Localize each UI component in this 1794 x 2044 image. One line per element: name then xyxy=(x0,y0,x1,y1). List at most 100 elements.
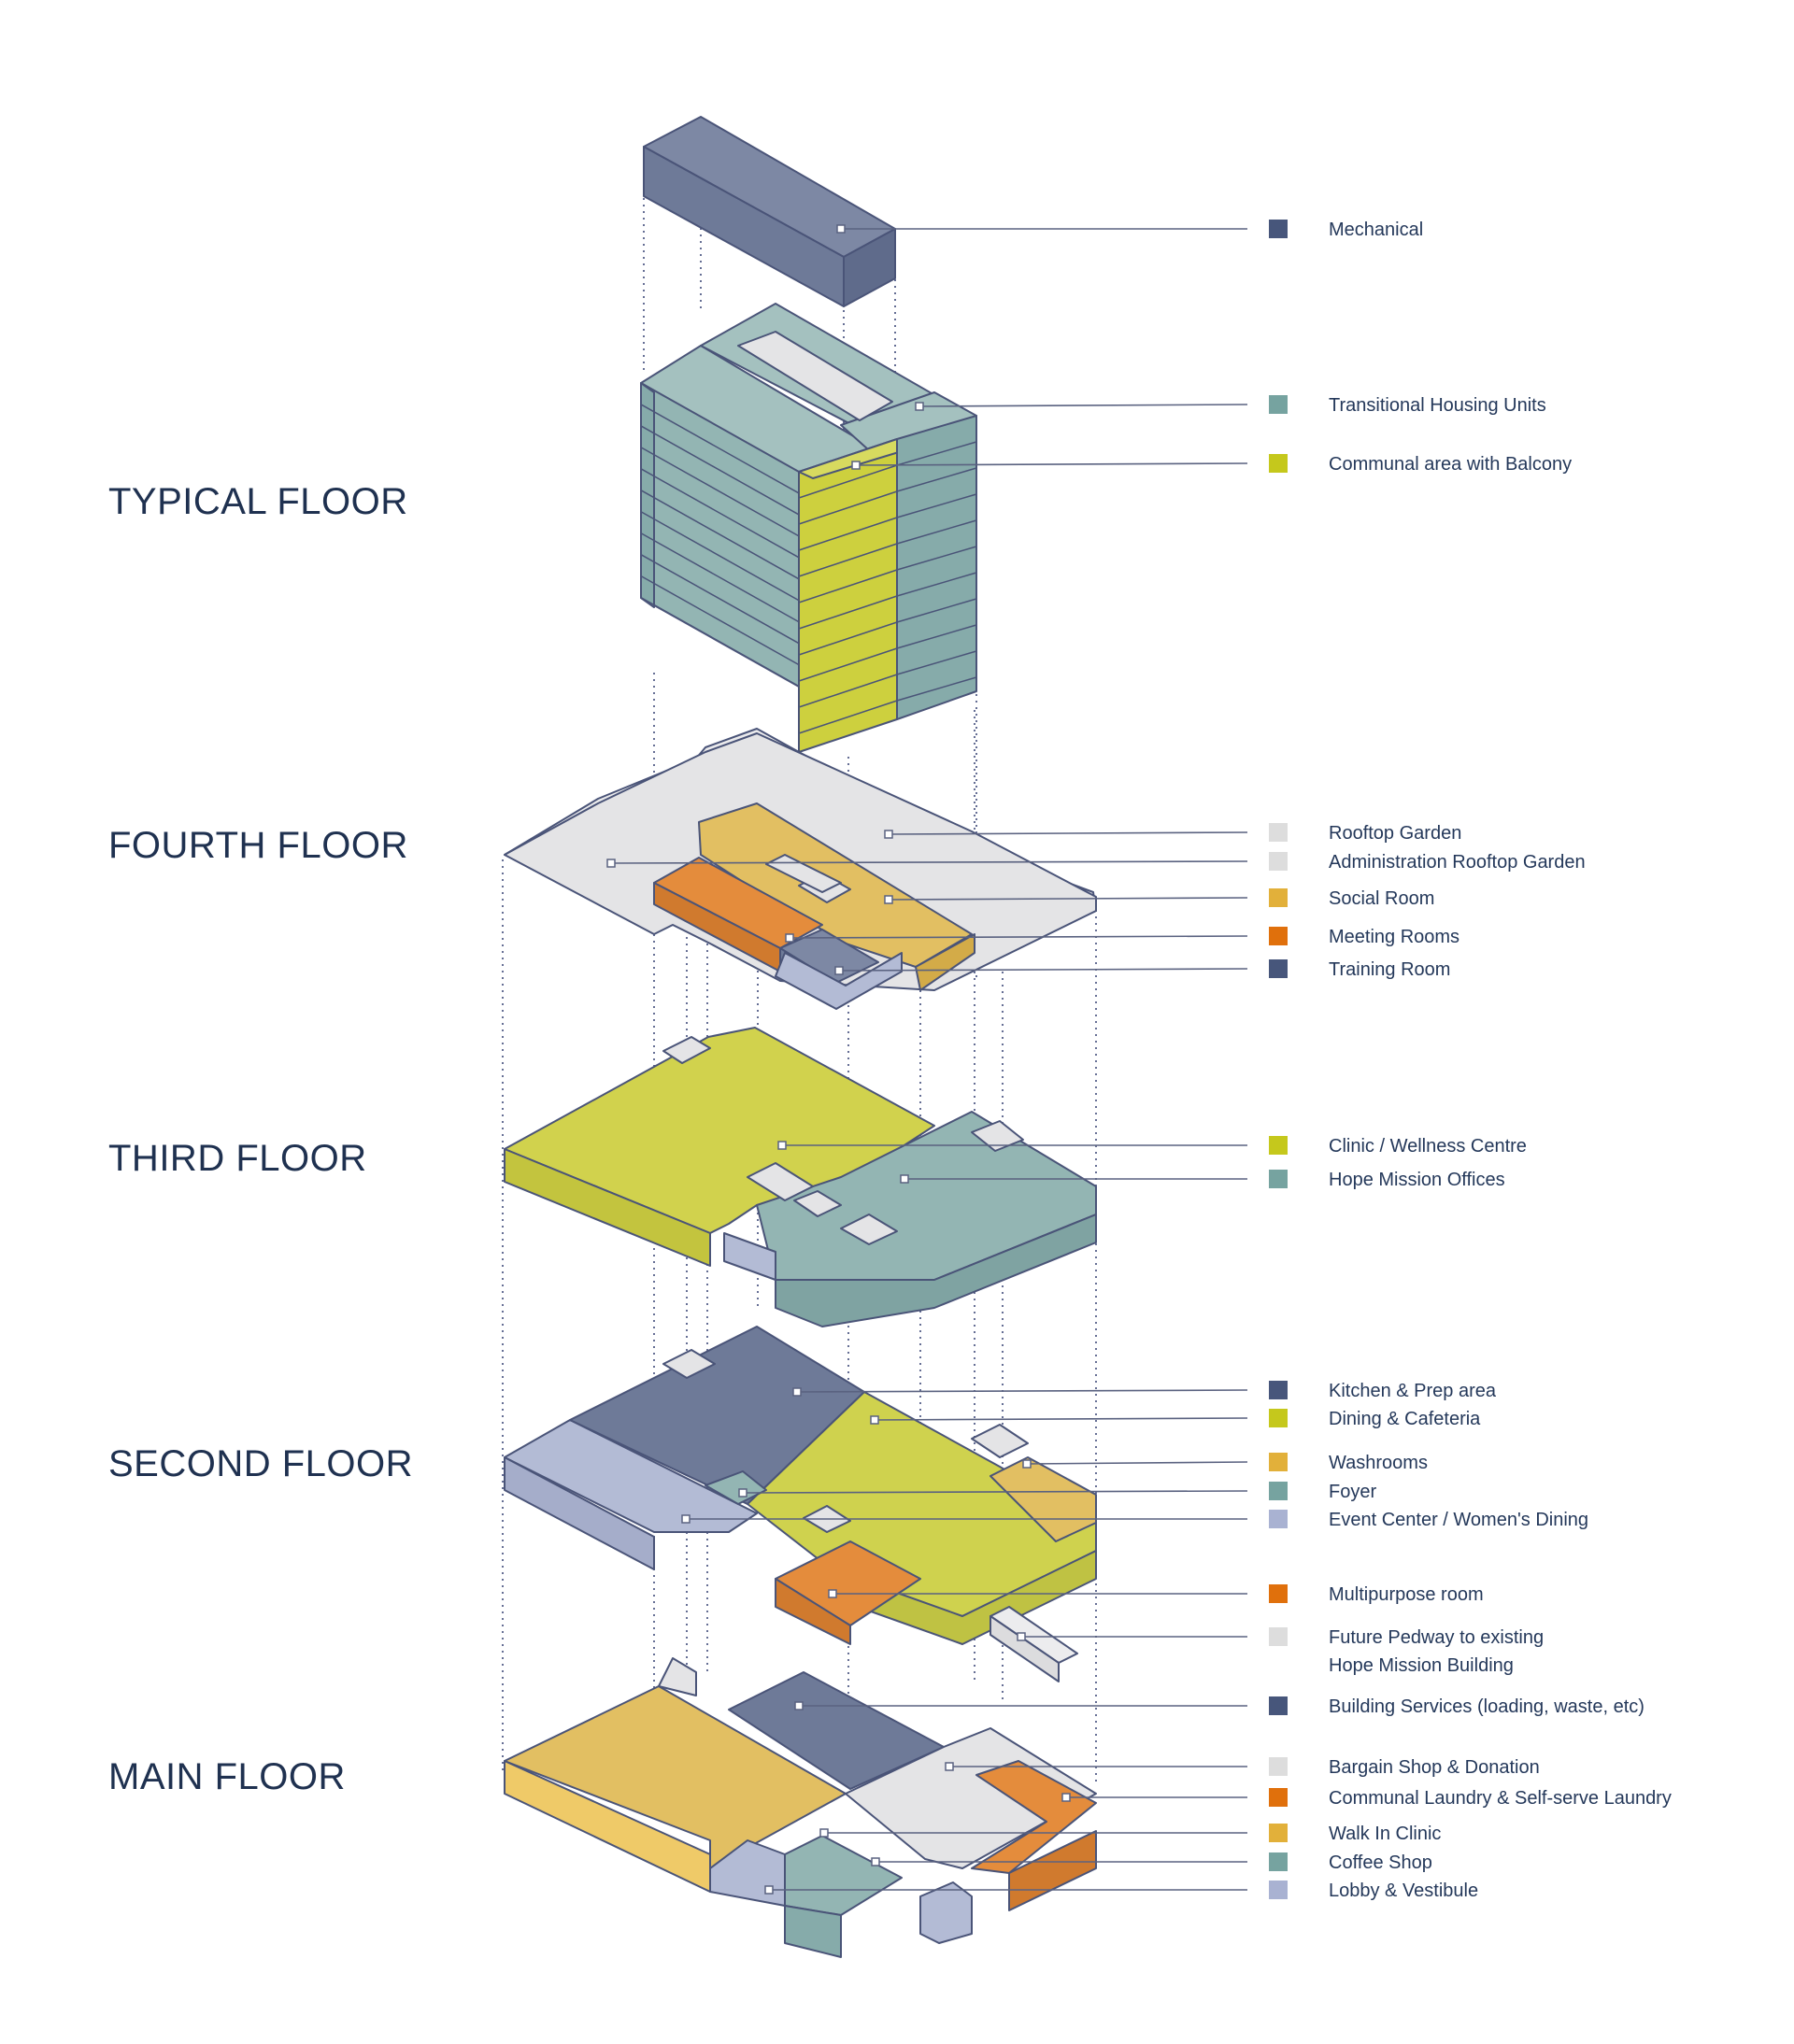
anchor-marker xyxy=(681,1514,691,1524)
tower-floor-line xyxy=(798,700,898,734)
floor-title-typical: TYPICAL FLOOR xyxy=(108,481,408,522)
legend-swatch xyxy=(1269,959,1288,978)
anchor-marker xyxy=(945,1762,954,1771)
tower-floor-line xyxy=(640,404,800,494)
floor-title-third: THIRD FLOOR xyxy=(108,1138,367,1179)
tower-floor-line xyxy=(798,647,898,682)
anchor-marker xyxy=(834,966,844,975)
floor-title-second: SECOND FLOOR xyxy=(108,1443,413,1484)
legend-label: Transitional Housing Units xyxy=(1329,395,1546,416)
legend-swatch xyxy=(1269,1696,1288,1715)
leader-line xyxy=(789,935,1248,939)
legend-item: Transitional Housing Units xyxy=(1269,395,1546,416)
tower-floor-line xyxy=(896,650,977,675)
anchor-marker xyxy=(738,1488,748,1498)
floor-title-fourth: FOURTH FLOOR xyxy=(108,825,408,866)
tower-floor-line xyxy=(798,621,898,656)
floor-titles: TYPICAL FLOOR FOURTH FLOOR THIRD FLOOR S… xyxy=(108,481,413,1797)
legend-item: Building Services (loading, waste, etc) xyxy=(1269,1696,1644,1717)
legend-swatch xyxy=(1269,927,1288,945)
legend-swatch xyxy=(1269,395,1288,414)
tower-floor-line xyxy=(640,490,800,580)
main-floor xyxy=(504,1657,1097,1958)
legend-label: Training Room xyxy=(1329,959,1450,980)
tower-floor-line xyxy=(896,572,977,597)
leader-line xyxy=(796,1389,1248,1393)
legend-label: Future Pedway to existing xyxy=(1329,1627,1544,1648)
legend-label: Building Services (loading, waste, etc) xyxy=(1329,1696,1644,1717)
anchor-marker xyxy=(915,402,924,411)
leader-line xyxy=(874,1417,1248,1421)
legend-swatch xyxy=(1269,1852,1288,1871)
anchor-marker xyxy=(836,224,846,234)
leader-line xyxy=(742,1490,1248,1494)
legend-item: Dining & Cafeteria xyxy=(1269,1409,1481,1429)
leader-line xyxy=(855,462,1248,466)
tower-floor-line xyxy=(798,595,898,630)
tower-floor-line xyxy=(896,467,977,492)
tower-floor-line xyxy=(896,519,977,545)
legend-swatch xyxy=(1269,852,1288,871)
typical-floor-tower xyxy=(640,303,977,753)
leader-line xyxy=(888,897,1248,901)
legend-label: Social Room xyxy=(1329,888,1434,909)
tower-floor-line xyxy=(896,598,977,623)
tower-floor-line xyxy=(798,517,898,551)
legend-item: Event Center / Women's Dining xyxy=(1269,1510,1588,1530)
legend-item: Foyer xyxy=(1269,1482,1376,1502)
legend-label: Rooftop Garden xyxy=(1329,823,1461,844)
legend-item: Social Room xyxy=(1269,888,1434,909)
legend-label: Meeting Rooms xyxy=(1329,927,1459,947)
tower-floor-line xyxy=(798,543,898,577)
anchor-marker xyxy=(884,830,893,839)
legend-item: Lobby & Vestibule xyxy=(1269,1881,1478,1901)
mechanical-block xyxy=(643,116,896,307)
legend-label: Administration Rooftop Garden xyxy=(1329,852,1586,873)
legend-label: Mechanical xyxy=(1329,220,1423,240)
anchor-marker xyxy=(794,1701,804,1710)
legend-label: Kitchen & Prep area xyxy=(1329,1381,1497,1401)
legend-item: Mechanical xyxy=(1269,220,1423,240)
tower-floor-line xyxy=(798,674,898,708)
tower-floor-lines xyxy=(640,404,977,734)
legend-label: Washrooms xyxy=(1329,1453,1428,1473)
tower-floor-line xyxy=(896,441,977,466)
legend-item: Administration Rooftop Garden xyxy=(1269,852,1586,873)
legend-swatch xyxy=(1269,1510,1288,1528)
legend-item: Kitchen & Prep area xyxy=(1269,1381,1497,1401)
tower-floor-line xyxy=(798,490,898,525)
legend-swatch xyxy=(1269,1170,1288,1188)
legend-swatch xyxy=(1269,1453,1288,1471)
leader-line xyxy=(1026,1461,1248,1465)
legend-swatch xyxy=(1269,1381,1288,1399)
legend-swatch xyxy=(1269,1627,1288,1646)
anchor-marker xyxy=(785,933,794,943)
tower-floor-line xyxy=(640,596,800,688)
legend-swatch xyxy=(1269,220,1288,238)
tower-floor-line xyxy=(798,569,898,603)
anchor-marker xyxy=(828,1589,837,1598)
legend-swatch xyxy=(1269,823,1288,842)
legend-item: Multipurpose room xyxy=(1269,1584,1484,1605)
mechanical-side xyxy=(843,228,896,307)
legend-label: Multipurpose room xyxy=(1329,1584,1484,1605)
legend-item: Communal area with Balcony xyxy=(1269,454,1572,475)
tower-floor-line xyxy=(896,493,977,518)
legend-swatch xyxy=(1269,1757,1288,1776)
leader-line xyxy=(888,831,1248,835)
anchor-marker xyxy=(1022,1459,1032,1469)
anchor-marker xyxy=(777,1141,787,1150)
leader-lines xyxy=(606,224,1248,1895)
legend-label: Coffee Shop xyxy=(1329,1852,1432,1873)
leader-line xyxy=(918,404,1248,407)
legend-item: Meeting Rooms xyxy=(1269,927,1459,947)
tower-floor-line xyxy=(896,676,977,702)
second-floor xyxy=(504,1326,1097,1682)
legend-label: Dining & Cafeteria xyxy=(1329,1409,1481,1429)
legend-item: Clinic / Wellness Centre xyxy=(1269,1136,1527,1157)
legend-label: Hope Mission Offices xyxy=(1329,1170,1505,1190)
legend-item: Coffee Shop xyxy=(1269,1852,1432,1873)
